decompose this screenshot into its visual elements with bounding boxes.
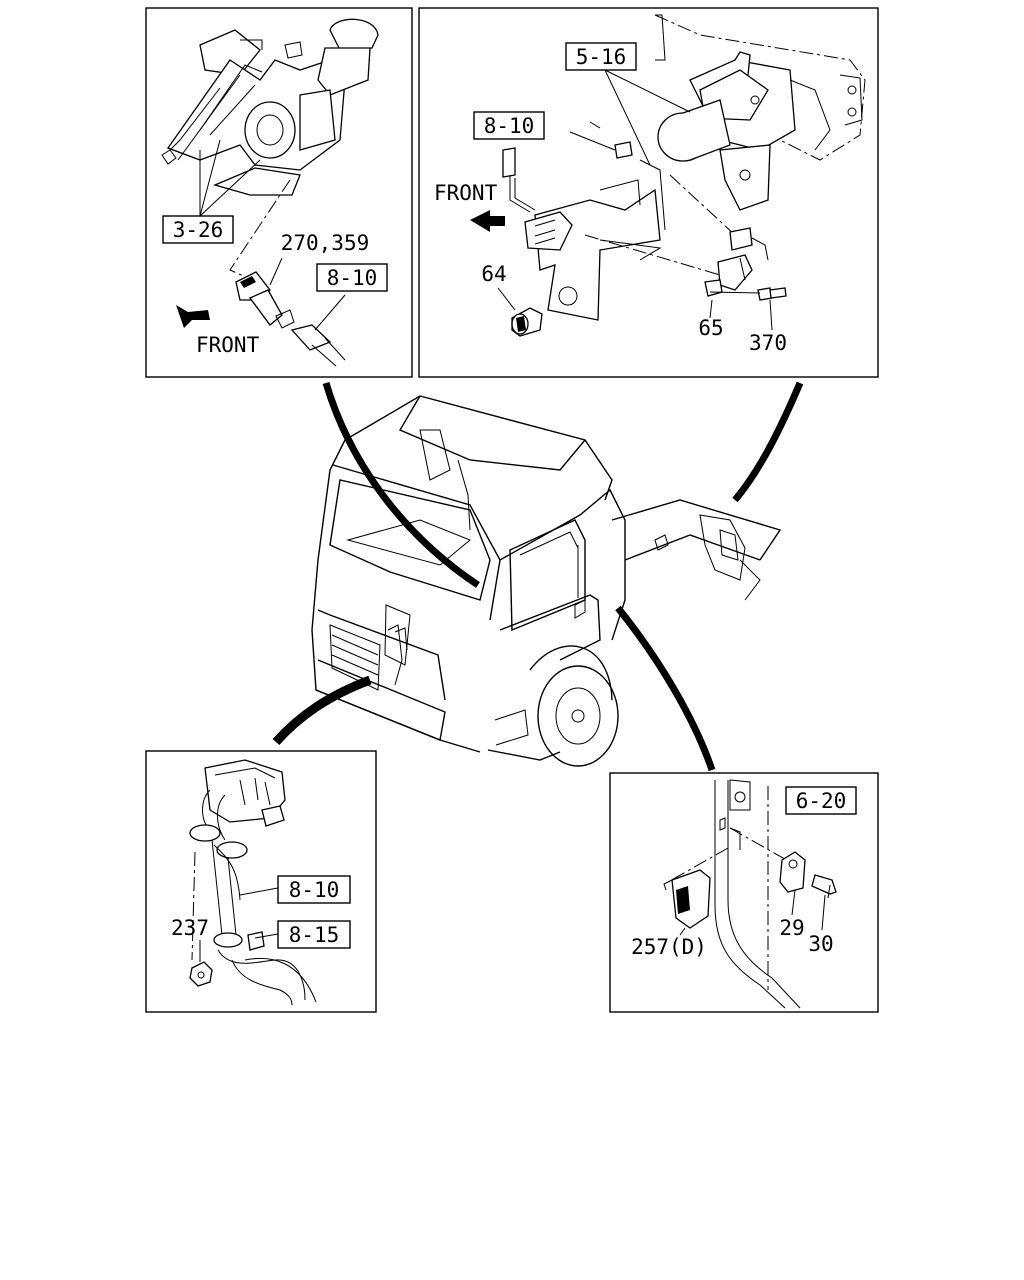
panel-frame — [609, 772, 879, 1013]
panel-frame — [418, 7, 879, 378]
ref-box-6-20 — [785, 786, 857, 815]
part-number-29: 29 — [779, 916, 804, 940]
panel-frame — [145, 7, 413, 378]
panel-top-right: 5-16 8-10 FRONT 64 65 370 — [418, 7, 879, 378]
ref-label-8-10: 8-10 — [484, 114, 535, 138]
panel-bottom-left: 8-10 8-15 237 — [145, 750, 377, 1013]
part-number-64: 64 — [481, 262, 506, 286]
panel-frame — [145, 750, 377, 1013]
part-number-237: 237 — [171, 916, 209, 940]
truck-illustration — [311, 395, 782, 767]
part-number-30: 30 — [808, 932, 833, 956]
ref-label-8-15: 8-15 — [289, 923, 340, 947]
front-label: FRONT — [434, 181, 498, 205]
ref-box-8-10 — [277, 875, 351, 904]
pressure-switch — [235, 271, 295, 329]
ref-label-8-10: 8-10 — [289, 878, 340, 902]
actuator-assembly — [657, 51, 863, 211]
panel-top-left: 3-26 8-10 270,359 FRONT — [145, 7, 413, 378]
ref-box-3-26 — [162, 215, 234, 244]
part-number-257d: 257(D) — [631, 935, 707, 959]
ref-label-8-10: 8-10 — [327, 266, 378, 290]
ref-label-5-16: 5-16 — [576, 45, 627, 69]
panel-bottom-right: 6-20 257(D) 29 30 — [609, 772, 879, 1013]
part-number-65: 65 — [698, 316, 723, 340]
part-number-270-359: 270,359 — [281, 231, 370, 255]
front-label: FRONT — [196, 333, 260, 357]
ref-label-6-20: 6-20 — [796, 789, 847, 813]
pump-assembly — [161, 18, 379, 196]
ref-box-8-10 — [473, 111, 545, 140]
part-number-370: 370 — [749, 331, 787, 355]
harness-grommet — [189, 759, 317, 1006]
door-switch — [663, 869, 711, 929]
ref-box-8-15 — [277, 920, 351, 949]
sensor-65 — [704, 227, 769, 297]
ref-label-3-26: 3-26 — [173, 218, 224, 242]
ref-box-5-16 — [565, 42, 637, 71]
callout-arcs — [272, 381, 804, 772]
ref-box-8-10 — [316, 263, 388, 292]
